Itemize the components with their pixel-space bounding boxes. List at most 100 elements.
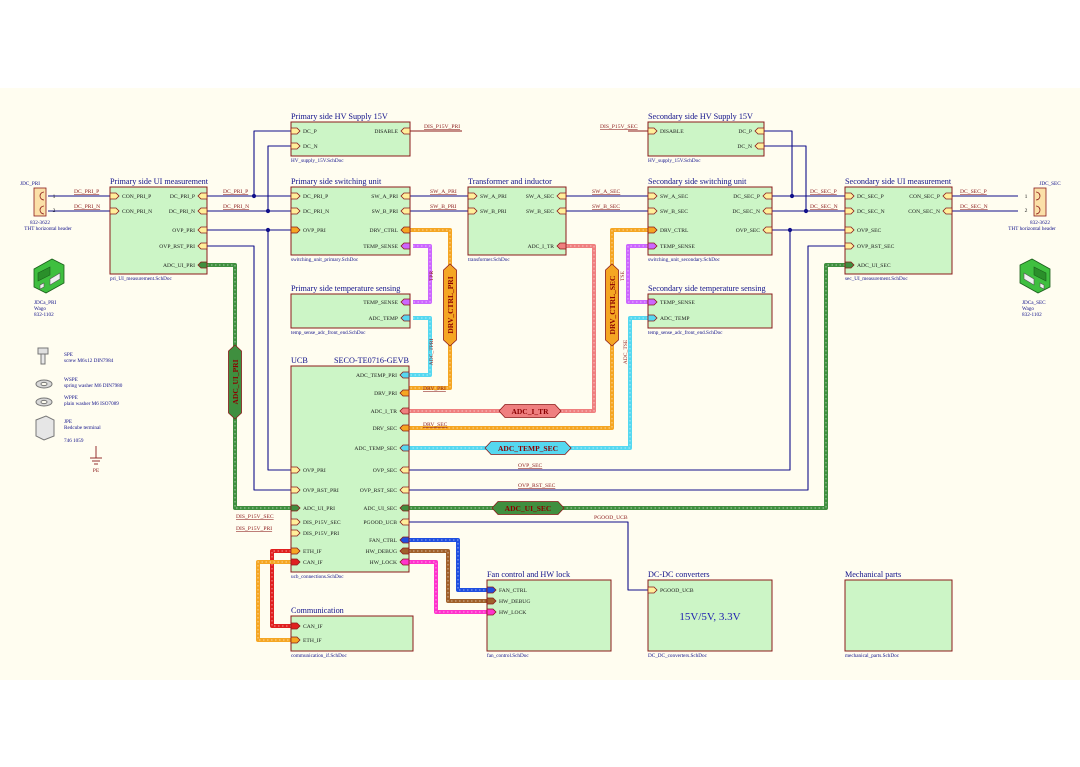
port-ucb-drv_pri[interactable] — [399, 389, 410, 397]
block-dcdc[interactable] — [647, 579, 773, 652]
port-ucb-ovp_rst_pri[interactable] — [290, 486, 301, 494]
port-con_sec_p[interactable] — [942, 192, 953, 200]
port-sw_a_pri[interactable] — [400, 192, 411, 200]
bus-harness-drv_sec[interactable] — [605, 263, 619, 347]
port-dc_pri_n[interactable] — [290, 207, 301, 215]
block-sw-sec[interactable] — [647, 186, 773, 256]
port-con_sec_n[interactable] — [942, 207, 953, 215]
port-hw_lock[interactable] — [486, 608, 497, 616]
pin-label: DC_SEC_P — [857, 194, 884, 200]
port-ovp_rst_sec[interactable] — [844, 242, 855, 250]
port-dc_sec_n[interactable] — [844, 207, 855, 215]
port-ovp_rst_pri[interactable] — [197, 242, 208, 250]
port-sw_b_pri[interactable] — [400, 207, 411, 215]
port-ucb-hw_lock[interactable] — [399, 558, 410, 566]
port-ucb-hw_debug[interactable] — [399, 547, 410, 555]
block-sw-pri[interactable] — [290, 186, 411, 256]
block-ts-sec[interactable] — [647, 293, 773, 329]
pin-label: ADC_I_TR — [528, 244, 555, 250]
port-ovp_sec[interactable] — [762, 226, 773, 234]
pin-label: SW_A_SEC — [660, 194, 689, 200]
pin-label: DRV_CTRL — [660, 228, 689, 234]
block-xfmr[interactable] — [467, 186, 567, 256]
block-pri-ui[interactable] — [109, 186, 208, 275]
port-con_pri_p[interactable] — [109, 192, 120, 200]
block-sec-ui[interactable] — [844, 186, 953, 275]
port-drv_ctrl[interactable] — [400, 226, 411, 234]
port-ucb-fan_ctrl[interactable] — [399, 536, 410, 544]
port-disable[interactable] — [400, 127, 411, 135]
net-label: DC_PRI_N — [74, 204, 100, 210]
wire — [253, 130, 291, 196]
port-adc_ui_sec[interactable] — [844, 261, 855, 269]
block-fan[interactable] — [486, 579, 612, 652]
port-ucb-adc_ui_pri[interactable] — [290, 504, 301, 512]
port-con_pri_n[interactable] — [109, 207, 120, 215]
port-dc_pri_p[interactable] — [197, 192, 208, 200]
block-ucb[interactable] — [290, 365, 410, 573]
bus-harness-adc_temp_sec[interactable] — [484, 441, 572, 455]
port-dc_p[interactable] — [754, 127, 765, 135]
port-ucb-adc_ui_sec[interactable] — [399, 504, 410, 512]
port-sw_b_pri[interactable] — [467, 207, 478, 215]
port-ucb-adc_temp_pri[interactable] — [399, 371, 410, 379]
port-temp_sense[interactable] — [647, 298, 658, 306]
port-ovp_pri[interactable] — [197, 226, 208, 234]
port-disable[interactable] — [647, 127, 658, 135]
block-hv-pri[interactable] — [290, 121, 411, 157]
port-dc_pri_p[interactable] — [290, 192, 301, 200]
port-sw_b_sec[interactable] — [647, 207, 658, 215]
port-hw_debug[interactable] — [486, 597, 497, 605]
port-adc_i_tr[interactable] — [556, 242, 567, 250]
pin-label: ADC_UI_SEC — [363, 506, 397, 512]
port-temp_sense[interactable] — [400, 242, 411, 250]
port-ucb-ovp_rst_sec[interactable] — [399, 486, 410, 494]
port-temp_sense[interactable] — [400, 298, 411, 306]
port-can_if[interactable] — [290, 622, 301, 630]
port-ucb-can_if[interactable] — [290, 558, 301, 566]
port-fan_ctrl[interactable] — [486, 586, 497, 594]
port-ucb-pgood_ucb[interactable] — [399, 518, 410, 526]
port-dc_sec_n[interactable] — [762, 207, 773, 215]
bus-harness-adc_ui_sec[interactable] — [491, 501, 565, 515]
port-sw_a_pri[interactable] — [467, 192, 478, 200]
port-adc_temp[interactable] — [647, 314, 658, 322]
terminal-icon — [35, 415, 55, 441]
bus-harness-adc_ui_pri[interactable] — [228, 344, 242, 420]
port-adc_temp[interactable] — [400, 314, 411, 322]
port-temp_sense[interactable] — [647, 242, 658, 250]
block-hv-sec[interactable] — [647, 121, 765, 157]
port-eth_if[interactable] — [290, 636, 301, 644]
connector-jdc_sec[interactable] — [1033, 187, 1047, 217]
port-ovp_sec[interactable] — [844, 226, 855, 234]
port-ucb-ovp_pri[interactable] — [290, 466, 301, 474]
block-comm-filename: communication_if.SchDoc — [291, 652, 347, 659]
bus-harness-drv_pri[interactable] — [443, 263, 457, 347]
bus-harness-adc_i_tr[interactable] — [498, 404, 562, 418]
port-sw_a_sec[interactable] — [556, 192, 567, 200]
port-dc_sec_p[interactable] — [762, 192, 773, 200]
port-drv_ctrl[interactable] — [647, 226, 658, 234]
port-dc_n[interactable] — [754, 142, 765, 150]
port-ucb-drv_sec[interactable] — [399, 424, 410, 432]
port-adc_ui_pri[interactable] — [197, 261, 208, 269]
port-ucb-adc_i_tr[interactable] — [399, 407, 410, 415]
port-dc_sec_p[interactable] — [844, 192, 855, 200]
port-ucb-dis_p15v_sec[interactable] — [290, 518, 301, 526]
port-dc_pri_n[interactable] — [197, 207, 208, 215]
block-comm[interactable] — [290, 615, 414, 652]
port-sw_b_sec[interactable] — [556, 207, 567, 215]
port-dc_p[interactable] — [290, 127, 301, 135]
port-ucb-ovp_sec[interactable] — [399, 466, 410, 474]
port-ovp_pri[interactable] — [290, 226, 301, 234]
port-sw_a_sec[interactable] — [647, 192, 658, 200]
connector-jdc_pri[interactable] — [33, 187, 47, 217]
port-ucb-dis_p15v_pri[interactable] — [290, 529, 301, 537]
block-ts-pri[interactable] — [290, 293, 411, 329]
port-pgood_ucb[interactable] — [647, 586, 658, 594]
port-ucb-eth_if[interactable] — [290, 547, 301, 555]
wire — [267, 145, 291, 211]
block-mech[interactable] — [844, 579, 953, 652]
port-ucb-adc_temp_sec[interactable] — [399, 444, 410, 452]
port-dc_n[interactable] — [290, 142, 301, 150]
